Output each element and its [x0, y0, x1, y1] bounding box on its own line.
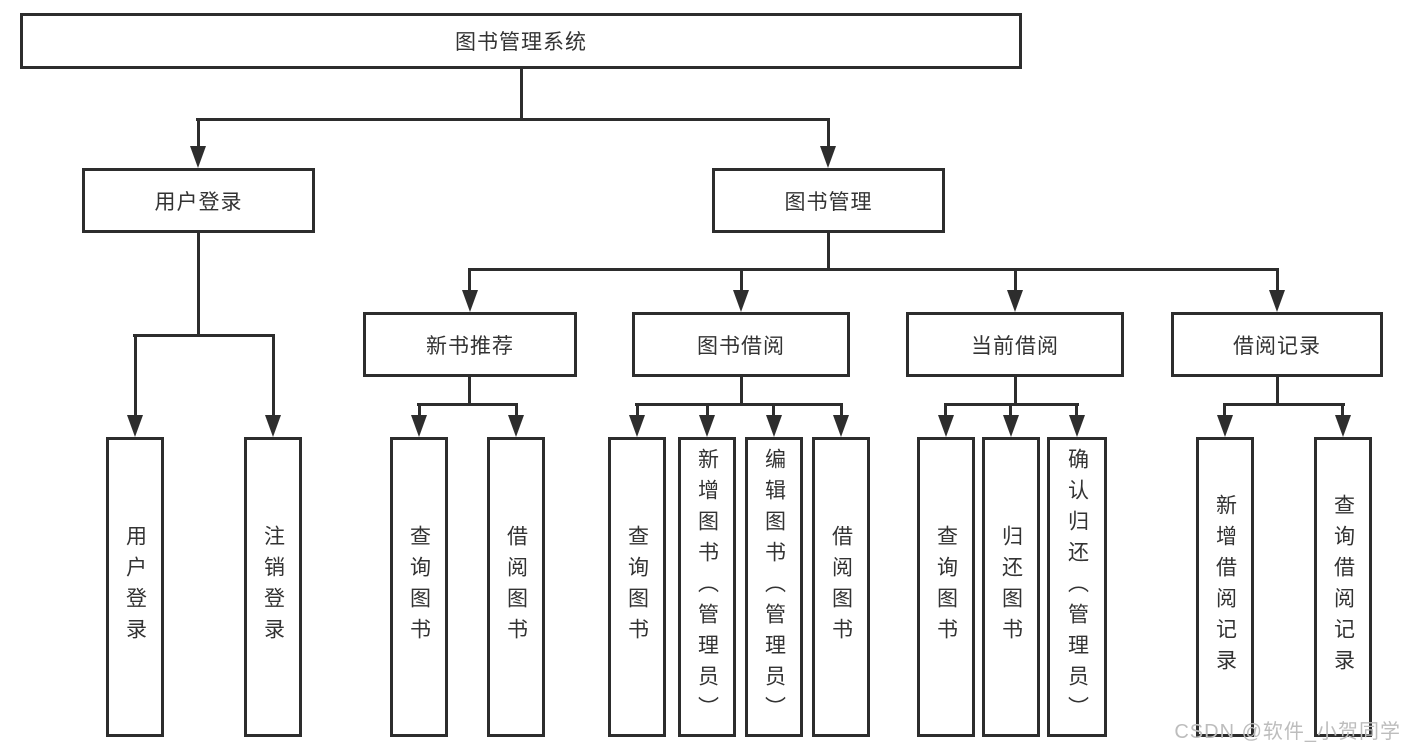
- edge-line: [468, 268, 471, 294]
- edge-line: [417, 403, 518, 406]
- edge-line: [944, 403, 947, 417]
- edge-line: [740, 377, 743, 405]
- arrowhead-down: [1007, 290, 1023, 312]
- edge-line: [197, 233, 200, 336]
- edge-line: [1009, 403, 1012, 417]
- arrowhead-down: [833, 415, 849, 437]
- arrowhead-down: [508, 415, 524, 437]
- arrowhead-down: [411, 415, 427, 437]
- edge-line: [1014, 268, 1017, 294]
- leaf-query-books: 查询图书: [917, 437, 975, 737]
- edge-line: [636, 403, 639, 417]
- node-book-management: 图书管理: [712, 168, 945, 233]
- arrowhead-down: [938, 415, 954, 437]
- leaf-query-books: 查询图书: [390, 437, 448, 737]
- edge-line: [133, 334, 275, 337]
- edge-line: [1075, 403, 1078, 417]
- edge-line: [635, 403, 843, 406]
- node-borrowing-records: 借阅记录: [1171, 312, 1383, 377]
- edge-line: [1276, 377, 1279, 405]
- edge-line: [196, 118, 830, 121]
- edge-line: [468, 377, 471, 405]
- leaf-borrow-books: 借阅图书: [812, 437, 870, 737]
- leaf-user-login: 用户登录: [106, 437, 164, 737]
- edge-line: [840, 403, 843, 417]
- arrowhead-down: [629, 415, 645, 437]
- edge-line: [1223, 403, 1226, 417]
- edge-line: [827, 118, 830, 148]
- arrowhead-down: [1335, 415, 1351, 437]
- node-new-book-recommendation: 新书推荐: [363, 312, 577, 377]
- edge-line: [1223, 403, 1345, 406]
- edge-line: [1341, 403, 1344, 417]
- edge-line: [272, 334, 275, 417]
- node-library-management-system: 图书管理系统: [20, 13, 1022, 69]
- edge-line: [740, 268, 743, 294]
- edge-line: [197, 118, 200, 148]
- node-current-borrowing: 当前借阅: [906, 312, 1124, 377]
- arrowhead-down: [1217, 415, 1233, 437]
- edge-line: [520, 69, 523, 120]
- arrowhead-down: [1003, 415, 1019, 437]
- leaf-query-borrow-record: 查询借阅记录: [1314, 437, 1372, 737]
- leaf-query-books: 查询图书: [608, 437, 666, 737]
- leaf-confirm-return-admin: 确认归还（管理员）: [1047, 437, 1107, 737]
- arrowhead-down: [127, 415, 143, 437]
- leaf-logout: 注销登录: [244, 437, 302, 737]
- arrowhead-down: [265, 415, 281, 437]
- arrowhead-down: [733, 290, 749, 312]
- arrowhead-down: [766, 415, 782, 437]
- arrowhead-down: [699, 415, 715, 437]
- edge-line: [1276, 268, 1279, 294]
- leaf-return-books: 归还图书: [982, 437, 1040, 737]
- leaf-add-books-admin: 新增图书（管理员）: [678, 437, 736, 737]
- arrowhead-down: [190, 146, 206, 168]
- edge-line: [468, 268, 1279, 271]
- edge-line: [827, 233, 830, 270]
- csdn-watermark: CSDN @软件_小贺同学: [1174, 721, 1401, 743]
- arrowhead-down: [820, 146, 836, 168]
- edge-line: [772, 403, 775, 417]
- arrowhead-down: [462, 290, 478, 312]
- node-book-borrowing: 图书借阅: [632, 312, 850, 377]
- node-user-login: 用户登录: [82, 168, 315, 233]
- edge-line: [1014, 377, 1017, 405]
- edge-line: [418, 403, 421, 417]
- edge-line: [515, 403, 518, 417]
- edge-line: [134, 334, 137, 417]
- leaf-add-borrow-record: 新增借阅记录: [1196, 437, 1254, 737]
- edge-line: [706, 403, 709, 417]
- arrowhead-down: [1269, 290, 1285, 312]
- leaf-edit-books-admin: 编辑图书（管理员）: [745, 437, 803, 737]
- leaf-borrow-books: 借阅图书: [487, 437, 545, 737]
- arrowhead-down: [1069, 415, 1085, 437]
